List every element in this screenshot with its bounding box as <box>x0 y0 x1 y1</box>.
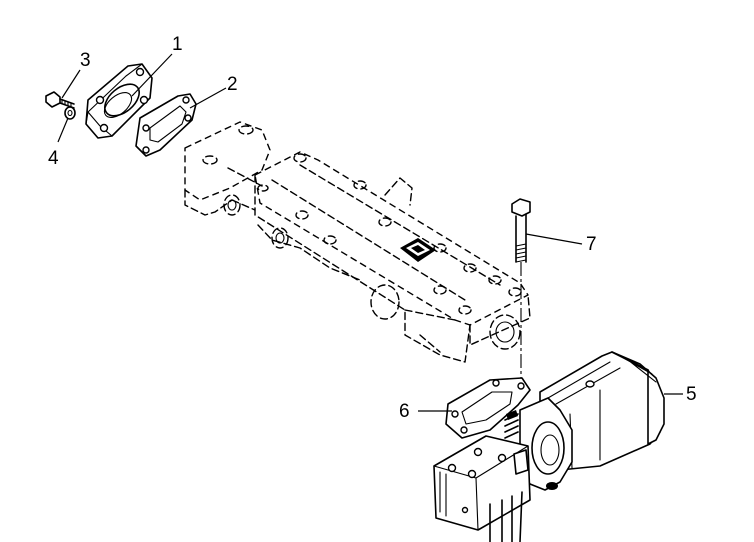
id-plate-icon <box>400 238 436 262</box>
callout-5: 5 <box>664 384 697 405</box>
callout-label-2: 2 <box>227 74 238 95</box>
gasket-lower <box>445 377 531 439</box>
callout-label-1: 1 <box>172 34 183 55</box>
gasket-upper <box>135 93 197 157</box>
actuator-assembly <box>433 351 665 542</box>
callout-1: 1 <box>131 34 183 97</box>
washer <box>64 106 76 120</box>
callout-3: 3 <box>61 50 91 99</box>
long-bolt <box>511 198 531 400</box>
bolt-small <box>45 91 75 109</box>
callout-label-5: 5 <box>686 384 697 405</box>
callout-label-4: 4 <box>48 148 59 169</box>
callout-6: 6 <box>399 401 452 422</box>
callout-label-7: 7 <box>586 234 597 255</box>
cover-plate <box>85 63 153 139</box>
callout-label-6: 6 <box>399 401 410 422</box>
callout-2: 2 <box>189 74 238 109</box>
callout-label-3: 3 <box>80 50 91 71</box>
callout-4: 4 <box>48 117 69 169</box>
exhaust-manifold-outline <box>184 121 531 363</box>
callout-7: 7 <box>525 233 597 255</box>
